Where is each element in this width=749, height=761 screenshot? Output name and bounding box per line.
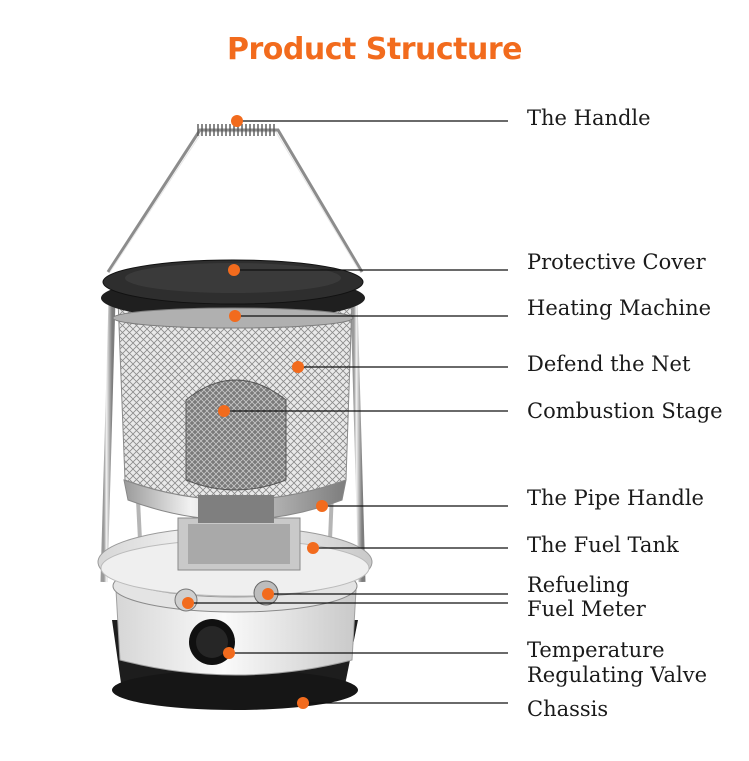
diagram-title: Product Structure [226,32,523,67]
label-heating-machine: Heating Machine [527,296,712,320]
marker-dot-fuel-meter [182,597,194,609]
marker-dot-fuel-tank [307,542,319,554]
chassis-drawing [97,517,373,710]
label-combustion-stage: Combustion Stage [527,399,723,423]
label-the-pipe-handle: The Pipe Handle [527,486,704,510]
marker-dot-temperature-valve [223,647,235,659]
label-chassis: Chassis [527,697,609,721]
marker-dot-protective-cover [228,264,240,276]
marker-dot-combustion-stage [218,405,230,417]
handle-drawing [106,124,364,273]
label-defend-the-net: Defend the Net [527,352,691,376]
marker-dot-pipe-handle [316,500,328,512]
marker-dot-refueling [262,588,274,600]
leader-lines [188,120,508,704]
marker-dot-defend-net [292,361,304,373]
marker-dots [182,115,328,709]
marker-dot-handle [231,115,243,127]
label-refueling: Refueling [527,573,630,597]
label-regulating-valve: Regulating Valve [527,663,708,687]
marker-dot-heating-machine [229,310,241,322]
label-the-handle: The Handle [527,106,651,130]
label-temperature: Temperature [527,638,665,662]
marker-dot-chassis [297,697,309,709]
label-fuel-meter: Fuel Meter [527,597,646,621]
label-protective-cover: Protective Cover [527,250,706,274]
label-the-fuel-tank: The Fuel Tank [527,533,679,557]
combustion-drawing [117,299,353,523]
